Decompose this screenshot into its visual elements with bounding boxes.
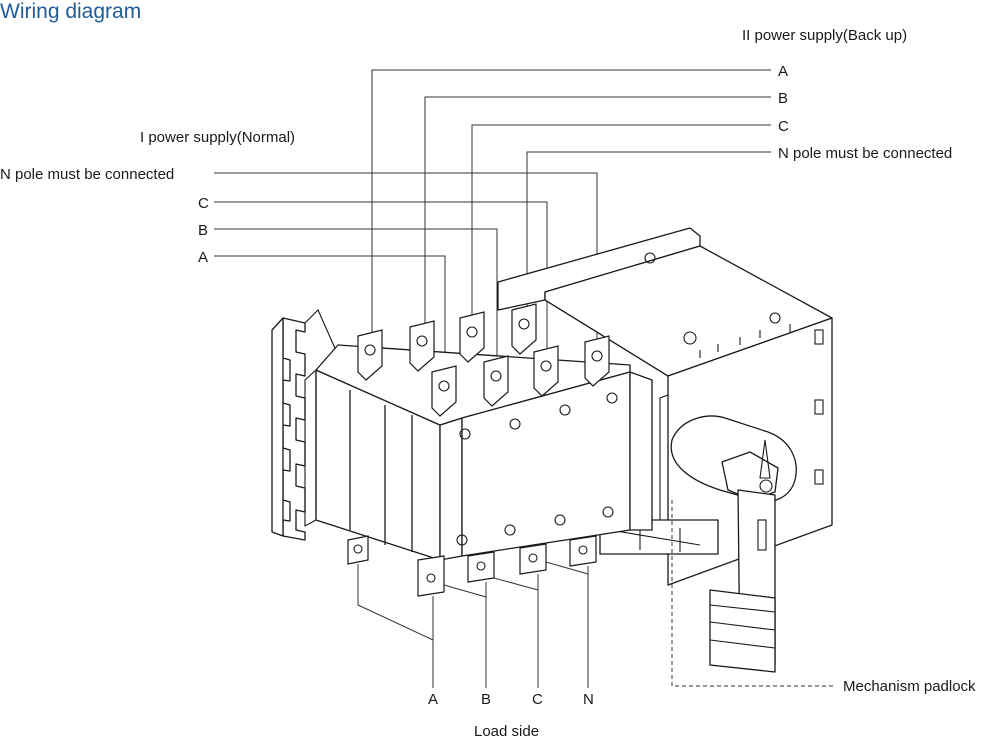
load-bracket-n [545, 561, 589, 575]
normal-phase-n-label: N pole must be connected [0, 166, 174, 183]
padlock-leader [671, 500, 836, 687]
normal-phase-b-lead [214, 228, 498, 362]
load-phase-a-label: A [428, 691, 438, 708]
load-side-heading: Load side [474, 723, 539, 738]
normal-phase-b-label: B [198, 222, 208, 239]
backup-supply-heading: II power supply(Back up) [742, 27, 907, 44]
normal-phase-a-lead [214, 255, 446, 372]
backup-phase-a-lead [371, 69, 771, 336]
switch-illustration [271, 227, 833, 673]
normal-phase-n-lead [214, 172, 598, 342]
load-bracket-c [493, 577, 539, 591]
load-phase-c-label: C [532, 691, 543, 708]
normal-supply-heading: I power supply(Normal) [140, 129, 295, 146]
load-bracket-a [357, 564, 434, 641]
backup-phase-c-lead [471, 124, 771, 318]
backup-phase-n-lead [526, 151, 771, 310]
normal-phase-c-lead [214, 201, 548, 352]
backup-phase-a-label: A [778, 63, 788, 80]
load-bracket-b [443, 584, 487, 598]
normal-phase-c-label: C [198, 195, 209, 212]
padlock-label: Mechanism padlock [843, 678, 976, 695]
backup-phase-c-label: C [778, 118, 789, 135]
diagram-title: Wiring diagram [0, 0, 141, 23]
load-phase-b-label: B [481, 691, 491, 708]
load-phase-n-label: N [583, 691, 594, 708]
backup-phase-n-label: N pole must be connected [778, 145, 952, 162]
backup-phase-b-label: B [778, 90, 788, 107]
backup-phase-b-lead [424, 96, 771, 327]
normal-phase-a-label: A [198, 249, 208, 266]
